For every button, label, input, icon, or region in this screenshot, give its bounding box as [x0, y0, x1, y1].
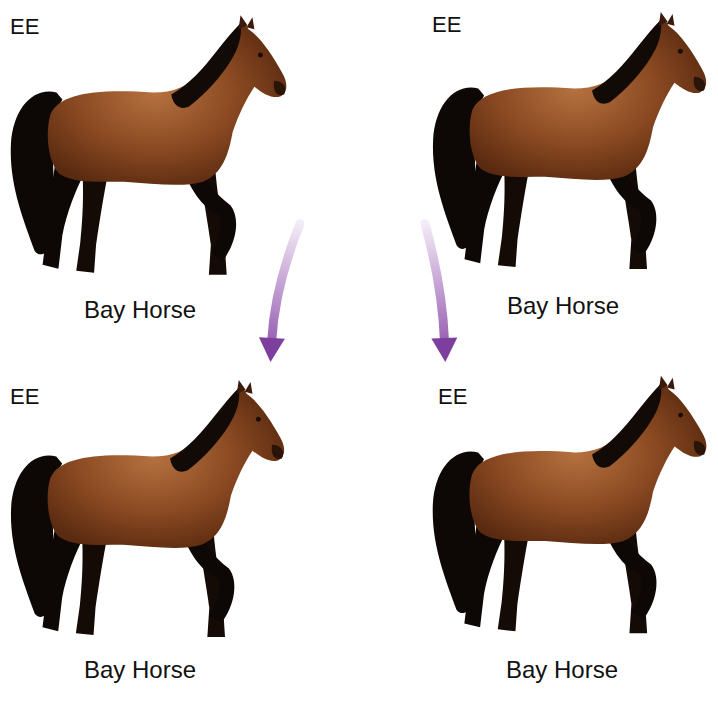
phenotype-caption: Bay Horse	[84, 656, 196, 685]
arrow-shaft	[272, 224, 300, 340]
bay-horse	[433, 12, 706, 269]
horse-node: EE Bay Horse	[5, 8, 300, 340]
bay-horse	[11, 15, 287, 274]
genotype-label: EE	[432, 12, 461, 38]
arrow-shaft	[425, 224, 444, 340]
inheritance-arrow	[425, 224, 457, 362]
genotype-label: EE	[10, 14, 39, 40]
inheritance-arrow	[259, 224, 300, 362]
phenotype-caption: Bay Horse	[84, 296, 196, 325]
horse-node: EE Bay Horse	[5, 362, 300, 698]
genotype-label: EE	[438, 384, 467, 410]
phenotype-caption: Bay Horse	[507, 292, 619, 321]
phenotype-caption: Bay Horse	[506, 656, 618, 685]
arrow-head	[431, 337, 457, 362]
genotype-label: EE	[10, 384, 39, 410]
horse-node: EE Bay Horse	[425, 8, 715, 340]
bay-horse	[433, 376, 707, 633]
horse-node: EE Bay Horse	[425, 362, 715, 698]
bay-horse	[11, 380, 284, 637]
arrow-head	[259, 337, 285, 362]
